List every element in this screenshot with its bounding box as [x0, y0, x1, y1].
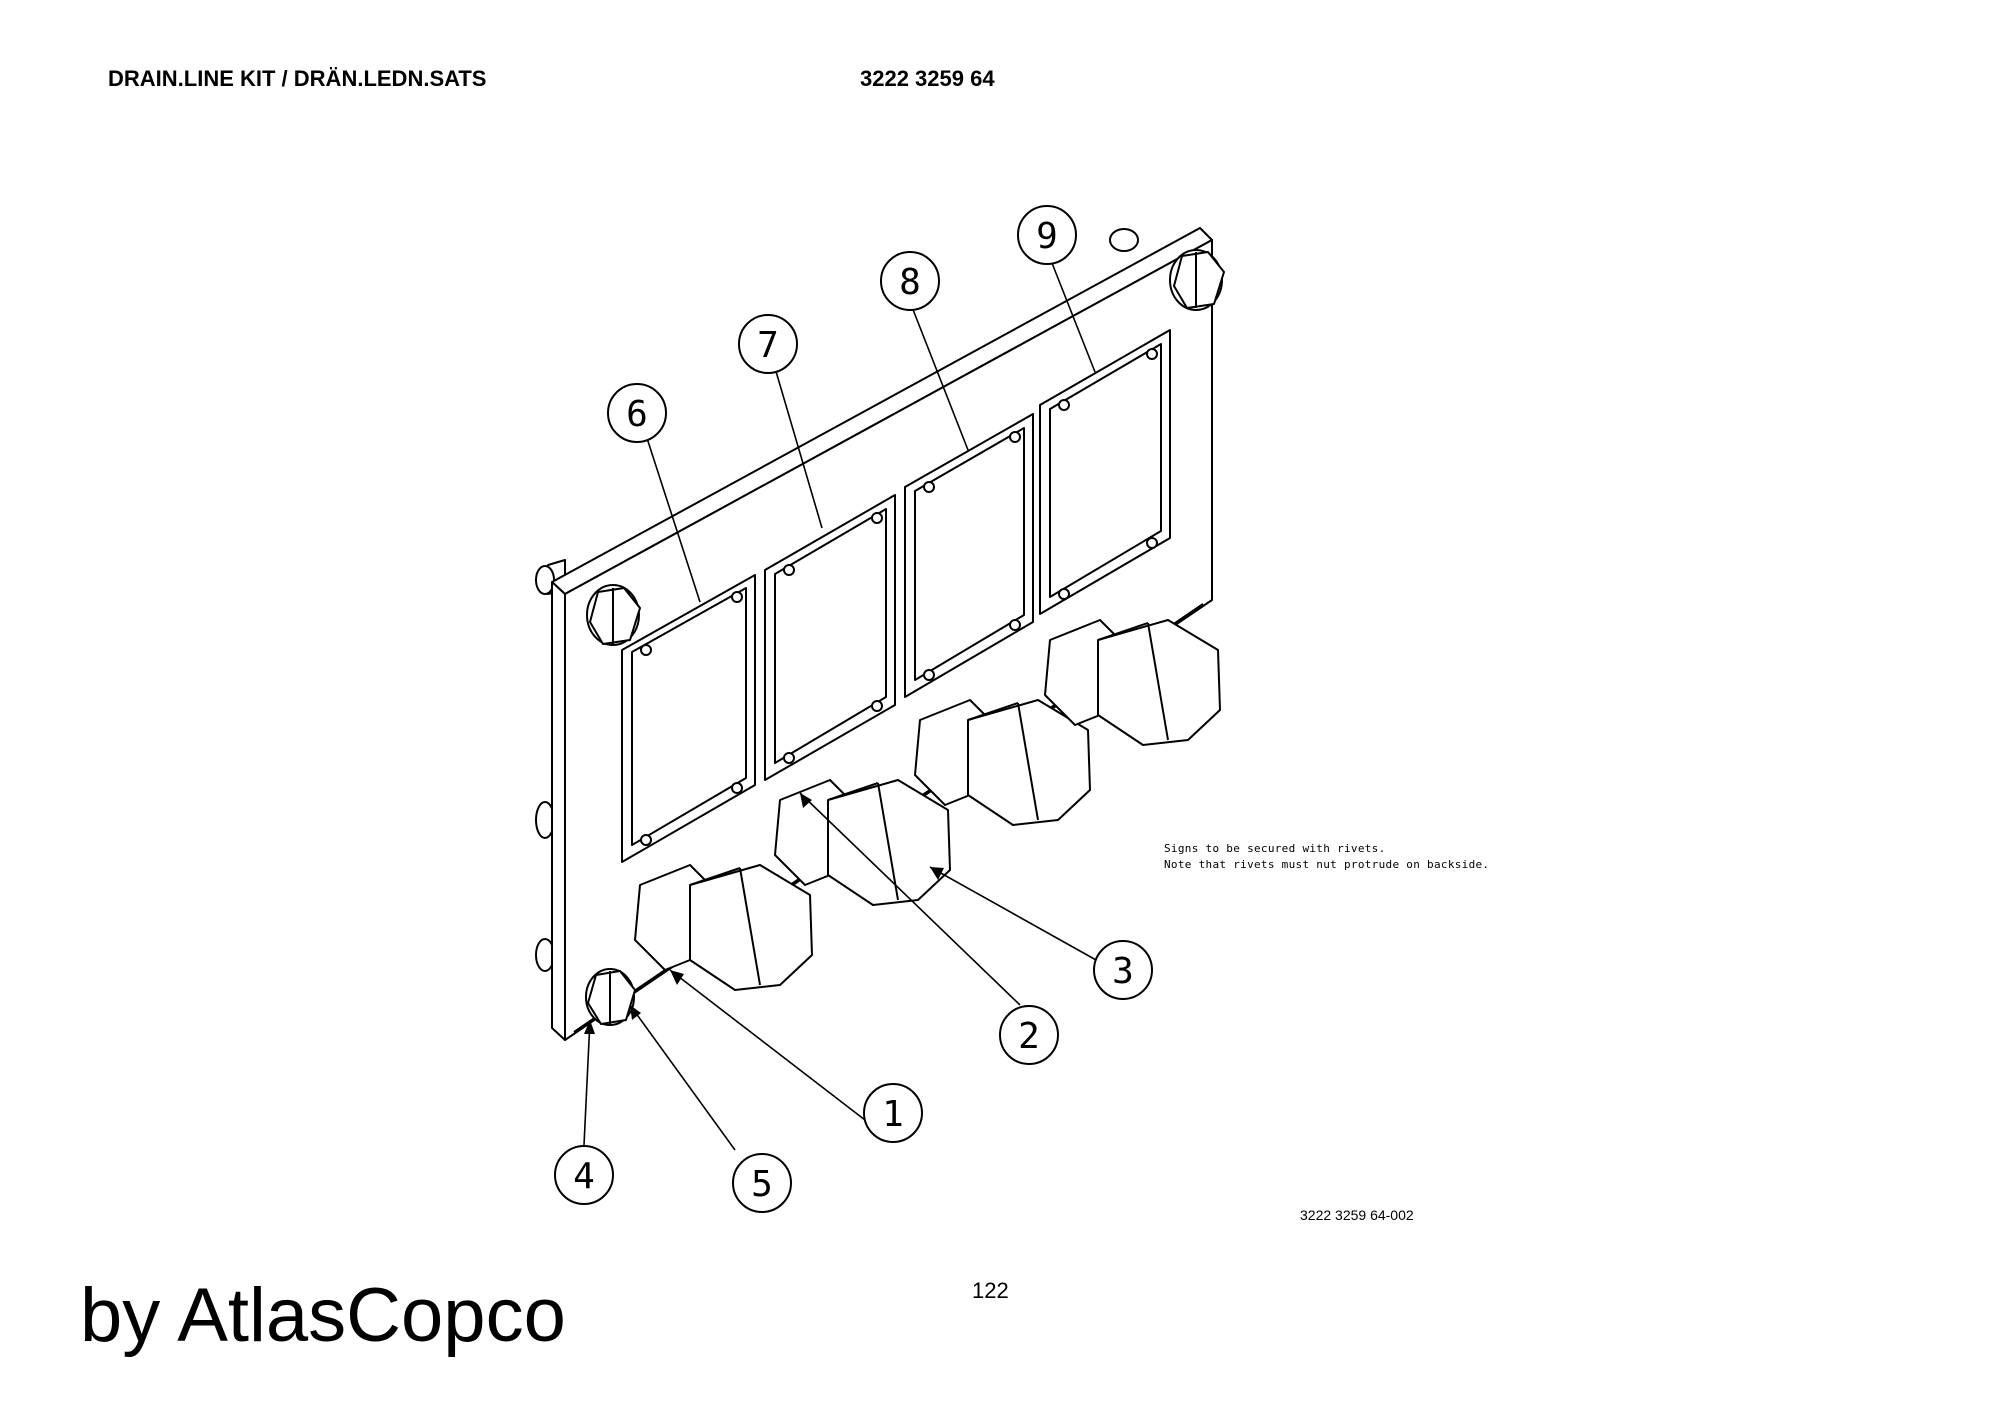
callout-7: 7 — [757, 325, 779, 366]
callout-2: 2 — [1018, 1016, 1040, 1057]
callout-4: 4 — [573, 1156, 595, 1197]
callout-6: 6 — [626, 394, 648, 435]
fitting-2 — [774, 779, 951, 906]
plate-left-edge — [551, 581, 566, 1041]
rivet-note-line-1: Signs to be secured with rivets. — [1164, 842, 1386, 855]
bolt-top-left — [586, 584, 641, 646]
sign-plate-6 — [621, 574, 756, 863]
sign-plate-9 — [1039, 329, 1171, 615]
callout-8: 8 — [899, 262, 921, 303]
callout-6-circle — [607, 383, 667, 443]
fitting-1 — [634, 864, 813, 991]
sign-plate-8 — [904, 413, 1034, 698]
sign-plate-7 — [764, 494, 896, 781]
document-title: DRAIN.LINE KIT / DRÄN.LEDN.SATS — [108, 66, 487, 91]
callout-7-circle — [738, 314, 798, 374]
brand-footer: by AtlasCopco — [80, 1273, 566, 1358]
part-number: 3222 3259 64 — [860, 66, 995, 91]
leader-arrowheads — [584, 793, 944, 1034]
callout-1-circle — [863, 1083, 923, 1143]
rivet-note-line-2: Note that rivets must nut protrude on ba… — [1164, 858, 1490, 871]
callout-1: 1 — [882, 1094, 904, 1135]
callout-2-circle — [999, 1005, 1059, 1065]
drawing-number: 3222 3259 64-002 — [1300, 1207, 1414, 1223]
bolt-top-right — [1169, 249, 1225, 311]
callout-9: 9 — [1036, 216, 1058, 257]
callout-8-circle — [880, 251, 940, 311]
fitting-4 — [1044, 619, 1221, 746]
callout-4-circle — [554, 1145, 614, 1205]
leader-lines — [583, 257, 1106, 1151]
callout-3-circle — [1093, 940, 1153, 1000]
callout-3: 3 — [1112, 951, 1134, 992]
page-number: 122 — [972, 1278, 1009, 1303]
bolt-bottom-left — [585, 968, 636, 1026]
callout-5-circle — [732, 1153, 792, 1213]
callout-9-circle — [1017, 205, 1077, 265]
callout-5: 5 — [751, 1164, 773, 1205]
stud-top-right — [1109, 228, 1139, 252]
fitting-3 — [914, 699, 1091, 826]
